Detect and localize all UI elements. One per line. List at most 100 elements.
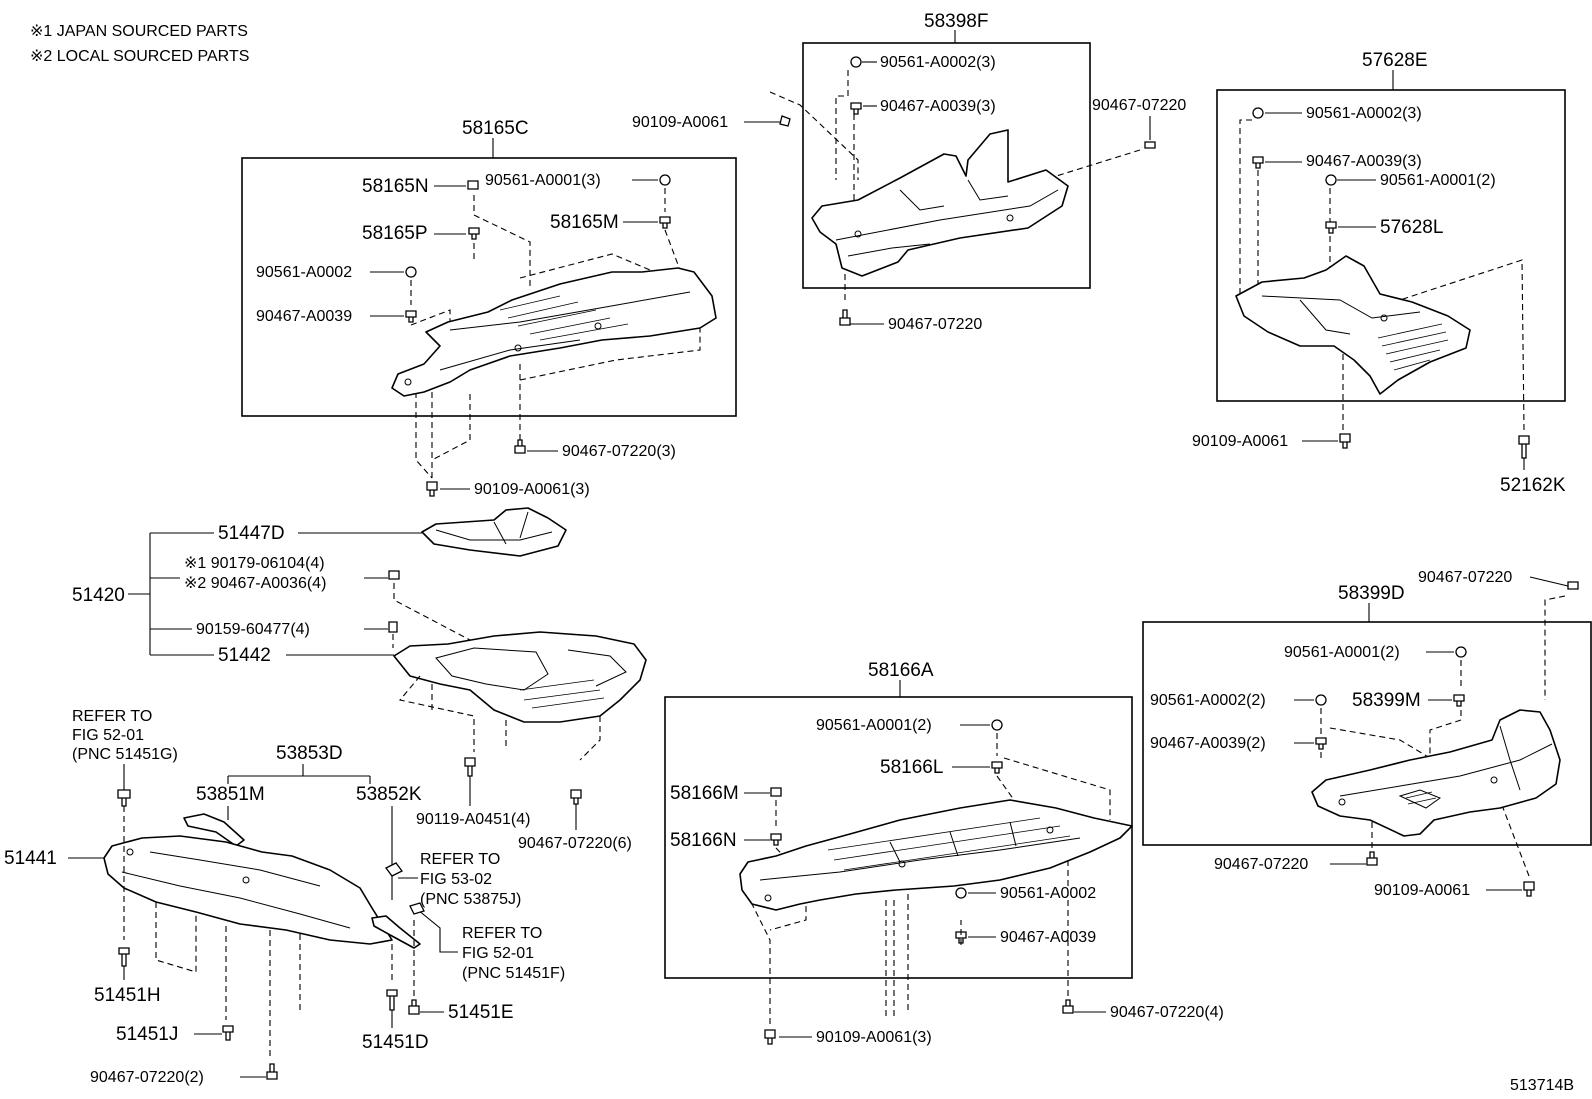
frame-57628E: [1216, 89, 1566, 402]
part-shape-53851M: [183, 813, 245, 847]
screw-icon: [118, 947, 130, 967]
screw-icon: [386, 989, 398, 1011]
refer-label-1-line2[interactable]: FIG 52-01: [72, 727, 144, 744]
fastener-label-90467-07220-bot[interactable]: 90467-07220: [888, 316, 982, 333]
clip-icon: [405, 310, 417, 323]
fastener-label-90561-A0002-3[interactable]: 90561-A0002(3): [880, 54, 996, 71]
refer-label-1-line1[interactable]: REFER TO: [72, 708, 152, 725]
part-label-53852K[interactable]: 53852K: [356, 784, 422, 805]
frame-58166A: [664, 696, 1133, 979]
fastener-label-90467-07220-6[interactable]: 90467-07220(6): [518, 835, 632, 852]
group-58165C: 58165C 58165N 90561-A0001(3) 58165P 5816…: [241, 118, 737, 498]
part-label-58399D[interactable]: 58399D: [1338, 583, 1405, 604]
part-label-58165M[interactable]: 58165M: [550, 212, 619, 233]
part-label-51451D[interactable]: 51451D: [362, 1032, 429, 1053]
part-label-58165C[interactable]: 58165C: [462, 118, 529, 139]
fastener-label-90467-A0039-2[interactable]: 90467-A0039(2): [1150, 735, 1266, 752]
part-label-58166M[interactable]: 58166M: [670, 783, 739, 804]
bolt-icon: [779, 115, 791, 127]
part-label-58166L[interactable]: 58166L: [880, 757, 943, 778]
fastener-label-90467-07220-2[interactable]: 90467-07220(2): [90, 1069, 204, 1086]
part-label-51442[interactable]: 51442: [218, 645, 271, 666]
part-label-53853D[interactable]: 53853D: [276, 743, 343, 764]
diagram-id: 513714B: [1510, 1077, 1574, 1094]
bolt-icon: [570, 789, 582, 805]
clip-icon: [1315, 737, 1327, 750]
fastener-label-90467-07220-3[interactable]: 90467-07220(3): [562, 443, 676, 460]
fastener-label-90561-A0001-3[interactable]: 90561-A0001(3): [485, 172, 601, 189]
fastener-label-90561-A0001-2b[interactable]: 90561-A0001(2): [816, 717, 932, 734]
clip-icon: [1325, 174, 1337, 186]
fastener-label-90467-07220-4[interactable]: 90467-07220(4): [1110, 1004, 1224, 1021]
part-shape-58166A: [739, 799, 1133, 911]
part-label-51451J[interactable]: 51451J: [116, 1024, 178, 1045]
fastener-label-90467-A0039-3b[interactable]: 90467-A0039(3): [1306, 153, 1422, 170]
part-label-52162K[interactable]: 52162K: [1500, 475, 1566, 496]
part-label-51451H[interactable]: 51451H: [94, 985, 161, 1006]
fastener-label-90467-A0039-3[interactable]: 90467-A0039(3): [880, 98, 996, 115]
fastener-label-90159-60477-4[interactable]: 90159-60477(4): [196, 621, 310, 638]
screw-icon: [408, 999, 420, 1015]
fastener-label-90561-A0002-3b[interactable]: 90561-A0002(3): [1306, 105, 1422, 122]
fastener-label-90467-A0039[interactable]: 90467-A0039: [256, 308, 352, 325]
part-label-57628L[interactable]: 57628L: [1380, 217, 1443, 238]
part-label-51441[interactable]: 51441: [4, 848, 57, 869]
part-label-53851M[interactable]: 53851M: [196, 784, 265, 805]
fastener-label-90109-A0061-57628E[interactable]: 90109-A0061: [1192, 433, 1288, 450]
refer-label-3-line2[interactable]: FIG 52-01: [462, 945, 534, 962]
part-label-51451E[interactable]: 51451E: [448, 1002, 514, 1023]
frame-58165C: [241, 157, 737, 417]
bolt-icon: [1339, 433, 1351, 449]
fastener-label-90119-A0451-4[interactable]: 90119-A0451(4): [416, 811, 530, 828]
refer-label-1-line3[interactable]: (PNC 51451G): [72, 746, 178, 763]
clip-icon: [1325, 221, 1337, 234]
part-label-51420[interactable]: 51420: [72, 585, 125, 606]
fastener-label-90467-07220-r[interactable]: 90467-07220: [1092, 97, 1186, 114]
part-shape-53852K-bracket: [371, 915, 421, 949]
clip-icon: [388, 621, 398, 633]
clip-icon: [770, 787, 782, 797]
bolt-icon: [1366, 851, 1378, 866]
fastener-label-90109-A0061-d[interactable]: 90109-A0061: [1374, 882, 1470, 899]
fastener-label-90561-A0002[interactable]: 90561-A0002: [256, 264, 352, 281]
group-57628E: 57628E 90561-A0002(3) 90467-A0039(3) 905…: [1192, 50, 1566, 496]
fastener-label-90561-A0002-b[interactable]: 90561-A0002: [1000, 885, 1096, 902]
clip-icon: [405, 266, 417, 278]
part-label-57628E[interactable]: 57628E: [1362, 50, 1428, 71]
part-label-58399M[interactable]: 58399M: [1352, 690, 1421, 711]
part-label-51447D[interactable]: 51447D: [218, 523, 285, 544]
fastener-label-90109-A0061-3b[interactable]: 90109-A0061(3): [816, 1029, 932, 1046]
fastener-label-90467-07220-d[interactable]: 90467-07220: [1214, 856, 1308, 873]
refer-label-2-line1[interactable]: REFER TO: [420, 851, 500, 868]
refer-label-3-line3[interactable]: (PNC 51451F): [462, 965, 565, 982]
fastener-label-90109-A0061[interactable]: 90109-A0061: [632, 114, 728, 131]
clip-icon: [659, 174, 671, 186]
fastener-label-90467-A0036-4[interactable]: ※2 90467-A0036(4): [184, 575, 326, 592]
clip-icon: [955, 887, 967, 899]
clip-icon: [1455, 646, 1467, 658]
fastener-label-90467-A0039-b[interactable]: 90467-A0039: [1000, 929, 1096, 946]
refer-label-2-line2[interactable]: FIG 53-02: [420, 871, 492, 888]
refer-label-2-line3[interactable]: (PNC 53875J): [420, 891, 521, 908]
part-shape-51447D: [421, 507, 567, 557]
part-shape-58398F: [811, 129, 1069, 277]
fastener-label-90561-A0001-2[interactable]: 90561-A0001(2): [1380, 172, 1496, 189]
part-shape-58165C: [391, 267, 717, 397]
refer-label-3-line1[interactable]: REFER TO: [462, 925, 542, 942]
clip-icon: [1252, 156, 1264, 169]
part-label-58398F[interactable]: 58398F: [924, 11, 988, 32]
fastener-label-90179-06104-4[interactable]: ※1 90179-06104(4): [184, 555, 325, 572]
fastener-label-90467-07220-top[interactable]: 90467-07220: [1418, 569, 1512, 586]
clip-icon: [850, 102, 862, 115]
part-label-58165N[interactable]: 58165N: [362, 176, 429, 197]
clip-icon: [850, 56, 862, 68]
clip-icon: [991, 719, 1003, 731]
bolt-icon: [514, 439, 526, 454]
fastener-label-90109-A0061-3[interactable]: 90109-A0061(3): [474, 481, 590, 498]
part-label-58166N[interactable]: 58166N: [670, 830, 737, 851]
fastener-label-90561-A0002-2[interactable]: 90561-A0002(2): [1150, 692, 1266, 709]
part-label-58165P[interactable]: 58165P: [362, 223, 428, 244]
group-51420: 51420 51447D ※1 90179-06104(4) ※2 90467-…: [72, 507, 647, 852]
part-label-58166A[interactable]: 58166A: [868, 660, 934, 681]
fastener-label-90561-A0001-2c[interactable]: 90561-A0001(2): [1284, 644, 1400, 661]
